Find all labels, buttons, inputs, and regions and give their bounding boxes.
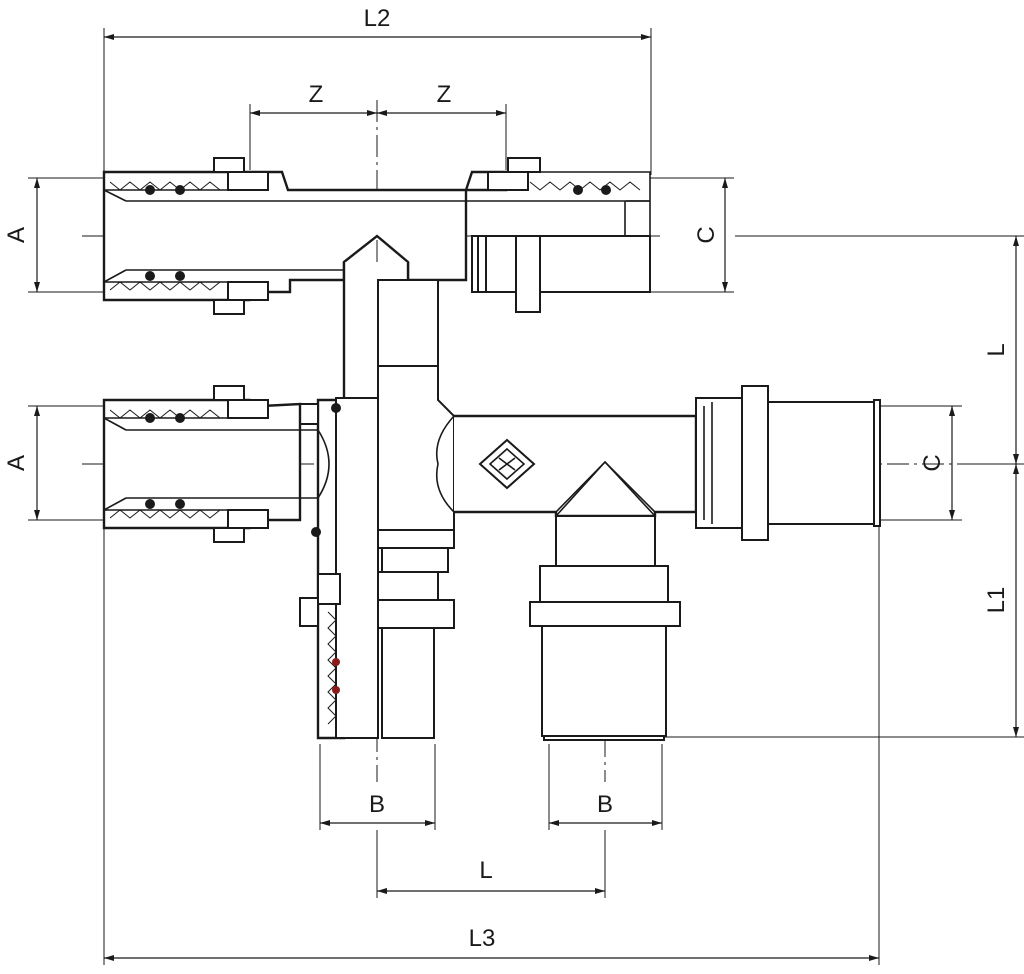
label-Z-left: Z — [309, 81, 324, 108]
label-L-right: L — [983, 343, 1010, 356]
label-L1: L1 — [983, 587, 1010, 614]
label-B-right: B — [597, 791, 613, 818]
lower-left-branch — [102, 385, 330, 543]
left-down-press-end — [299, 397, 379, 740]
label-B-left: B — [369, 791, 385, 818]
upper-tee-body — [102, 157, 651, 315]
dimension-lines — [28, 28, 1024, 965]
label-L2: L2 — [364, 5, 391, 32]
right-branch — [454, 385, 881, 541]
label-Z-right: Z — [437, 81, 452, 108]
manufacturer-logo-icon — [478, 438, 536, 490]
label-L-bottom: L — [479, 857, 492, 884]
label-L3: L3 — [469, 925, 496, 952]
label-C-top: C — [693, 226, 720, 243]
right-down-press-end — [529, 460, 681, 741]
label-A-bottom: A — [3, 455, 30, 471]
dimension-labels: L2 Z Z A A C C L L1 B B L L3 — [3, 5, 1010, 952]
label-A-top: A — [3, 227, 30, 243]
label-C-right: C — [919, 454, 946, 471]
center-riser — [342, 262, 455, 739]
